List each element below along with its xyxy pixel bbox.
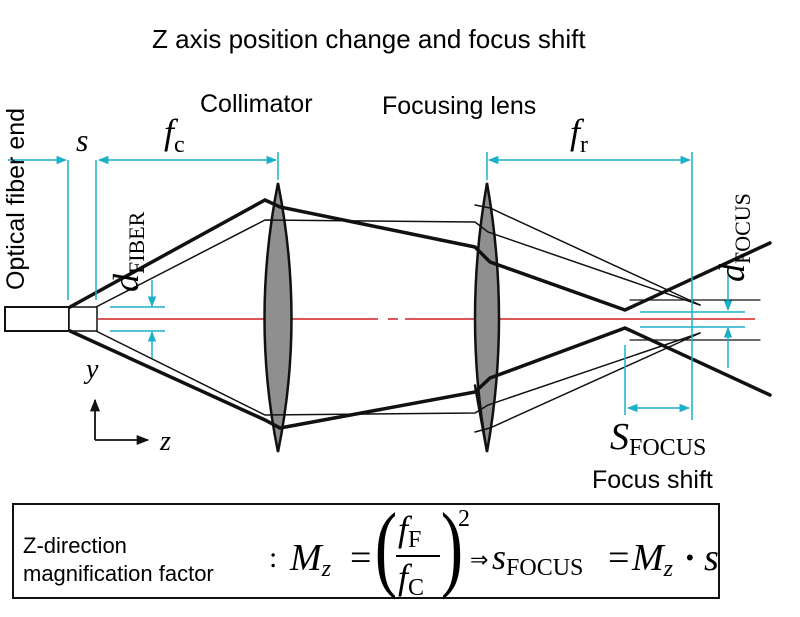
- s-focus-main-formula: s: [492, 537, 507, 577]
- fc-sub: c: [174, 132, 185, 158]
- d-fiber-symbol: dFIBER: [106, 212, 149, 292]
- fC-main: f: [398, 557, 409, 597]
- fF-main: f: [398, 509, 409, 549]
- d-focus-sub: FOCUS: [730, 193, 755, 264]
- formula-box: Z-direction magnification factor : Mz = …: [12, 499, 720, 600]
- mz-sub: z: [321, 556, 331, 582]
- formula-dot: •: [686, 545, 694, 570]
- formula-equals-2: =: [608, 537, 630, 579]
- fc-symbol: fc: [164, 112, 185, 157]
- formula-label-line1: Z-direction: [23, 533, 127, 558]
- fr-symbol: fr: [570, 112, 588, 157]
- diagram-title: Z axis position change and focus shift: [152, 24, 586, 54]
- left-paren: (: [374, 493, 398, 600]
- formula-colon: :: [269, 541, 278, 574]
- d-focus-symbol: dFOCUS: [712, 193, 755, 282]
- mz2-main: M: [632, 537, 664, 579]
- fraction-bar: [396, 555, 440, 557]
- fiber-end-label: Optical fiber end: [2, 107, 30, 290]
- y-axis-label: y: [86, 354, 99, 385]
- focus-shift-label: Focus shift: [592, 466, 713, 494]
- fiber-end-face: [68, 306, 98, 332]
- coordinate-axes: [89, 398, 150, 446]
- formula-equals: =: [350, 537, 372, 579]
- fC-term: fC: [398, 557, 424, 600]
- right-paren: ): [440, 493, 464, 600]
- implies-arrow: ⇒: [470, 547, 489, 572]
- mz-term: Mz: [290, 537, 331, 581]
- s-term: s: [704, 537, 719, 579]
- fc-main: f: [164, 112, 175, 152]
- mz2-term: Mz: [632, 537, 673, 581]
- fC-sub: C: [408, 575, 425, 601]
- d-fiber-sub: FIBER: [124, 211, 149, 274]
- d-fiber-main: d: [106, 274, 146, 292]
- z-axis-label: z: [160, 426, 171, 457]
- formula-label-line2: magnification factor: [23, 561, 214, 586]
- fiber-body: [4, 306, 70, 332]
- d-focus-main: d: [712, 264, 752, 282]
- mz-main: M: [290, 537, 322, 579]
- collimator-label: Collimator: [200, 90, 313, 118]
- s-focus-term: sFOCUS: [492, 537, 583, 580]
- fF-sub: F: [408, 527, 422, 553]
- s-focus-symbol: SFOCUS: [610, 416, 706, 460]
- fF-term: fF: [398, 509, 421, 552]
- dimension-lines: [8, 152, 745, 420]
- s-focus-main: S: [610, 416, 629, 458]
- focusing-lens-label: Focusing lens: [382, 92, 537, 120]
- fr-sub: r: [580, 132, 589, 158]
- formula-exponent: 2: [458, 506, 470, 532]
- fr-main: f: [570, 112, 581, 152]
- s-focus-sub: FOCUS: [629, 435, 707, 461]
- beam-lines: [68, 198, 772, 433]
- s-focus-sub-formula: FOCUS: [506, 555, 584, 581]
- mz2-sub: z: [663, 556, 673, 582]
- s-symbol: s: [76, 122, 89, 158]
- collimator-lens: [263, 182, 293, 453]
